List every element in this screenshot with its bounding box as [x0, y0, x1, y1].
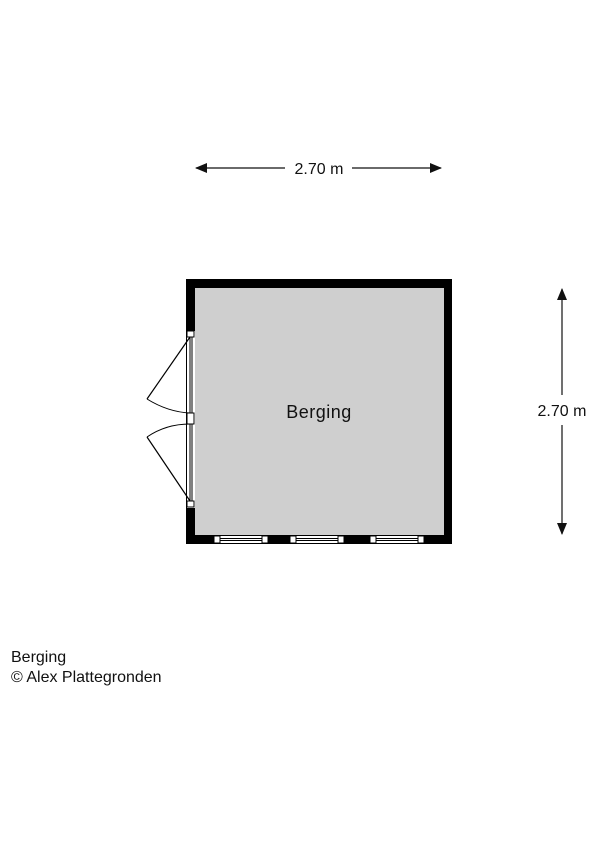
- dimension-vertical: 2.70 m: [538, 288, 587, 535]
- door-jamb-top: [186, 330, 195, 338]
- door-leaf-upper: [146, 336, 191, 400]
- double-door-left: [146, 330, 195, 508]
- door-swing-lower: [146, 423, 191, 438]
- door-leaf-lower: [146, 436, 191, 502]
- door-jamb-bottom: [186, 500, 195, 508]
- caption-block: Berging © Alex Plattegronden: [11, 648, 162, 688]
- caption-copyright: © Alex Plattegronden: [11, 669, 162, 686]
- dimension-vertical-label: 2.70 m: [538, 403, 587, 420]
- dimension-horizontal: 2.70 m: [195, 161, 442, 178]
- window-bottom-3: [369, 535, 425, 544]
- door-jamb-middle: [186, 412, 195, 425]
- room-floor: [195, 288, 444, 535]
- window-bottom-2: [289, 535, 345, 544]
- caption-title: Berging: [11, 649, 67, 666]
- room-label: Berging: [286, 402, 352, 422]
- dimension-horizontal-label: 2.70 m: [295, 161, 344, 178]
- room-berging: Berging: [146, 279, 452, 544]
- door-swing-upper: [146, 398, 191, 414]
- window-bottom-1: [213, 535, 269, 544]
